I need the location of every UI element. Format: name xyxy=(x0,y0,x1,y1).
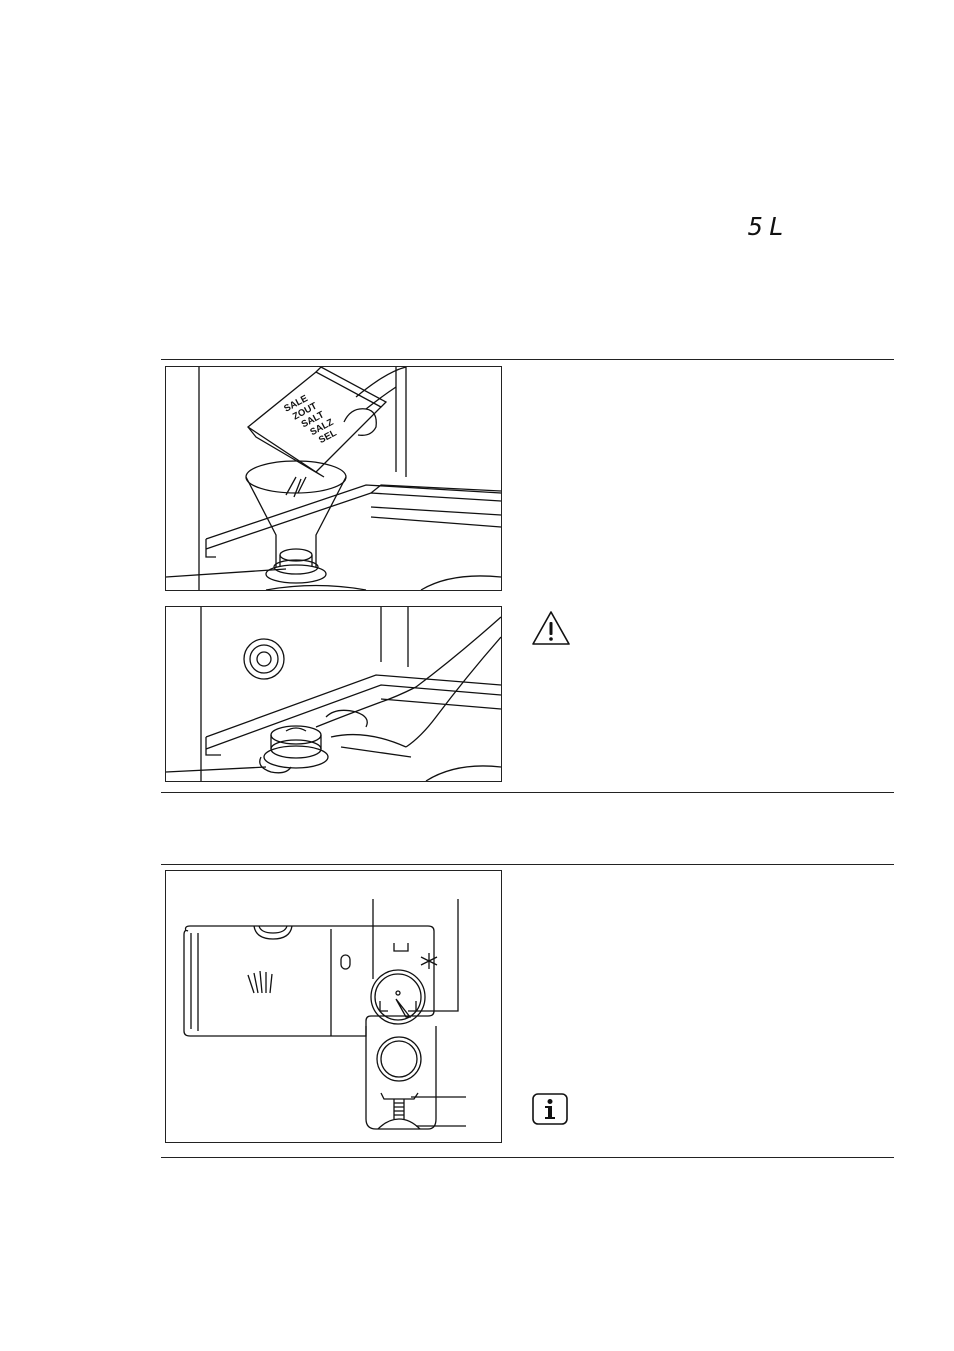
info-icon xyxy=(532,1093,568,1125)
wipe-salt-illustration xyxy=(165,606,502,782)
section-rule-bottom xyxy=(161,1157,894,1158)
display-code: 5L xyxy=(748,212,790,241)
warning-triangle-icon xyxy=(531,610,571,646)
section-rule-top xyxy=(161,359,894,360)
dispenser-illustration xyxy=(165,870,502,1143)
section-rule-lower xyxy=(161,864,894,865)
section-rule-middle xyxy=(161,792,894,793)
salt-funnel-illustration: SALE ZOUT SALT SALZ SEL xyxy=(165,366,502,591)
